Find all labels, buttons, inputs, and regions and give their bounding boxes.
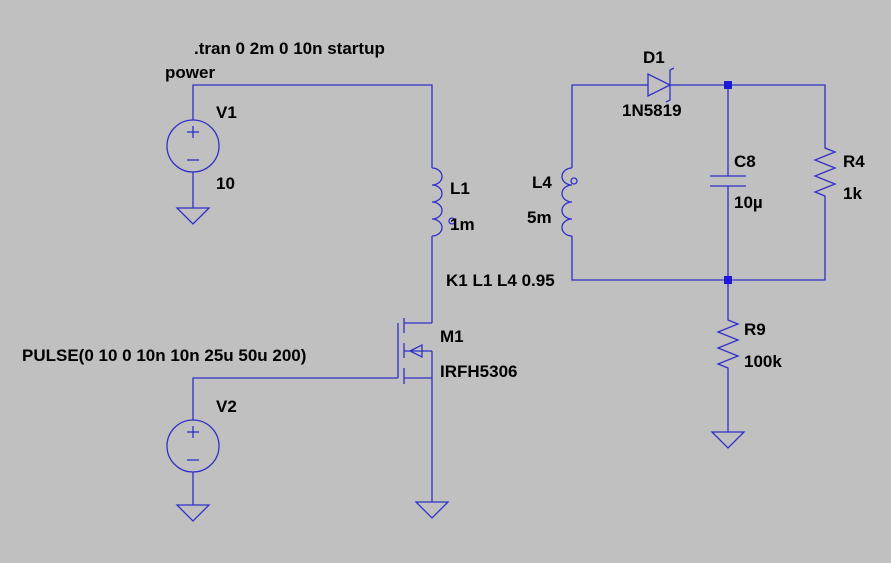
r4-resistor[interactable] — [813, 140, 837, 208]
d1-schottky-diode[interactable] — [640, 67, 680, 103]
m1-nmos-transistor[interactable] — [397, 318, 433, 384]
l1-phase-dot-icon — [448, 217, 456, 225]
wire-power-net[interactable] — [192, 84, 433, 168]
v1-name-label: V1 — [216, 103, 237, 122]
c8-value-label[interactable]: 10µ — [734, 193, 763, 212]
coupling-directive[interactable]: K1 L1 L4 0.95 — [446, 271, 555, 290]
wires — [192, 84, 826, 505]
junction-dot-cathode — [724, 81, 732, 89]
net-label-power[interactable]: power — [165, 63, 215, 82]
wire-v2-to-gate[interactable] — [192, 377, 398, 420]
r4-name-label: R4 — [843, 152, 865, 171]
ground-icon-m1 — [414, 501, 450, 519]
v1-value-label[interactable]: 10 — [216, 174, 235, 193]
r9-resistor[interactable] — [716, 312, 740, 384]
l4-inductor[interactable] — [561, 167, 578, 237]
r9-name-label: R9 — [744, 320, 766, 339]
l1-name-label: L1 — [450, 179, 470, 198]
r9-value-label[interactable]: 100k — [744, 352, 782, 371]
c8-capacitor[interactable] — [710, 175, 746, 187]
l4-phase-dot-icon — [570, 177, 578, 185]
wire-l4-top-to-diode[interactable] — [571, 84, 640, 168]
l1-inductor[interactable] — [431, 167, 456, 237]
junction-dot-bottom — [724, 276, 732, 284]
r4-value-label[interactable]: 1k — [843, 184, 862, 203]
d1-value-label[interactable]: 1N5819 — [622, 101, 682, 120]
m1-name-label: M1 — [440, 327, 464, 346]
ground-icon-r9 — [710, 431, 746, 449]
v2-voltage-source[interactable] — [166, 419, 220, 473]
tran-directive[interactable]: .tran 0 2m 0 10n startup — [194, 39, 385, 58]
ground-icon-v2 — [175, 504, 211, 522]
m1-body-arrow-icon — [408, 343, 423, 359]
v2-value-label[interactable]: PULSE(0 10 0 10n 10n 25u 50u 200) — [22, 346, 306, 365]
wire-l4-bottom-to-node[interactable] — [571, 236, 728, 281]
l4-name-label: L4 — [532, 173, 552, 192]
wire-r4-to-bottom-node[interactable] — [728, 208, 826, 281]
l4-value-label[interactable]: 5m — [527, 208, 552, 227]
wire-cathode-node-to-r4[interactable] — [728, 84, 826, 140]
m1-value-label[interactable]: IRFH5306 — [440, 362, 517, 381]
v1-voltage-source[interactable] — [166, 119, 220, 173]
l1-value-label[interactable]: 1m — [450, 215, 475, 234]
d1-name-label: D1 — [643, 48, 665, 67]
ground-icon-v1 — [175, 207, 211, 225]
c8-name-label: C8 — [734, 152, 756, 171]
v2-name-label: V2 — [216, 397, 237, 416]
